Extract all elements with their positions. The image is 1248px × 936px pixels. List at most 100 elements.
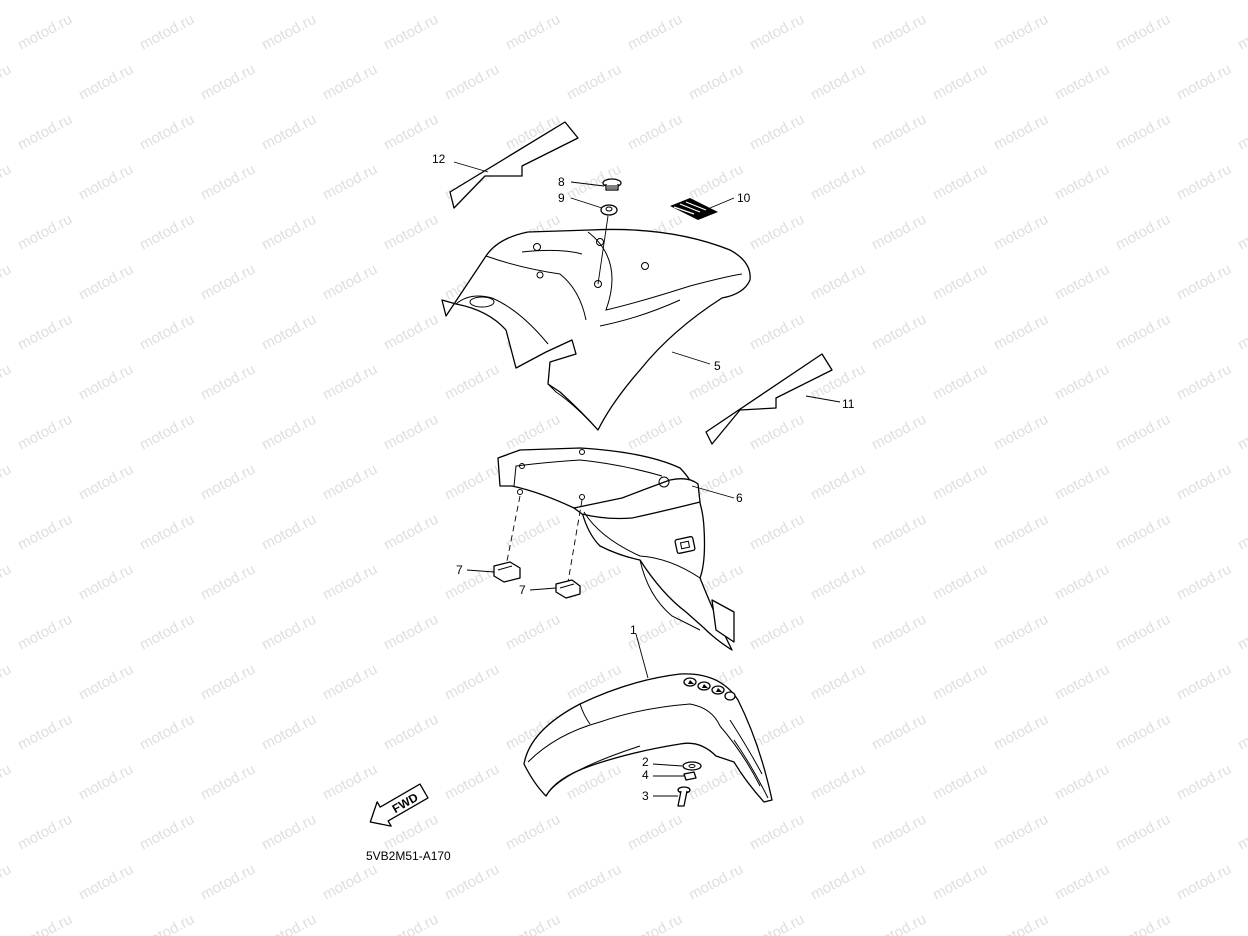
watermark-text: motod.ru [747,911,807,936]
watermark-text: motod.ru [381,711,441,754]
watermark-text: motod.ru [76,361,136,404]
watermark-text: motod.ru [198,0,258,4]
watermark-text: motod.ru [869,511,929,554]
watermark-text: motod.ru [1113,111,1173,154]
callout-9: 9 [558,191,565,205]
watermark-text: motod.ru [991,711,1051,754]
watermark-text: motod.ru [1174,461,1234,504]
watermark-text: motod.ru [259,411,319,454]
watermark-text: motod.ru [991,511,1051,554]
watermark-text: motod.ru [930,0,990,4]
watermark-text: motod.ru [76,261,136,304]
watermark-text: motod.ru [0,661,14,704]
watermark-text: motod.ru [0,461,14,504]
watermark-text: motod.ru [1113,911,1173,936]
watermark-text: motod.ru [808,261,868,304]
watermark-text: motod.ru [15,611,75,654]
watermark-text: motod.ru [0,561,14,604]
watermark-text: motod.ru [381,611,441,654]
watermark-text: motod.ru [625,911,685,936]
watermark-text: motod.ru [442,461,502,504]
watermark-text: motod.ru [930,361,990,404]
watermark-text: motod.ru [747,811,807,854]
callout-1: 1 [630,623,637,637]
watermark-text: motod.ru [442,661,502,704]
watermark-text: motod.ru [930,661,990,704]
watermark-text: motod.ru [259,511,319,554]
watermark-text: motod.ru [991,911,1051,936]
watermark-text: motod.ru [1052,161,1112,204]
watermark-text: motod.ru [320,461,380,504]
watermark-text: motod.ru [1174,561,1234,604]
watermark-text: motod.ru [76,161,136,204]
watermark-text: motod.ru [808,461,868,504]
watermark-text: motod.ru [1174,661,1234,704]
watermark-text: motod.ru [15,111,75,154]
watermark-text: motod.ru [991,111,1051,154]
watermark-text: motod.ru [76,861,136,904]
watermark-text: motod.ru [15,211,75,254]
watermark-text: motod.ru [1235,111,1248,154]
watermark-text: motod.ru [930,261,990,304]
watermark-text: motod.ru [381,911,441,936]
watermark-text: motod.ru [0,261,14,304]
watermark-text: motod.ru [930,161,990,204]
watermark-text: motod.ru [137,211,197,254]
watermark-text: motod.ru [625,411,685,454]
watermark-text: motod.ru [320,361,380,404]
watermark-text: motod.ru [1235,311,1248,354]
watermark-text: motod.ru [991,211,1051,254]
diagram-code: 5VB2M51-A170 [366,849,451,863]
watermark-text: motod.ru [808,561,868,604]
watermark-text: motod.ru [76,0,136,4]
seat-cowl-5 [441,228,751,431]
watermark-text: motod.ru [747,511,807,554]
watermark-text: motod.ru [1113,711,1173,754]
watermark-text: motod.ru [0,361,14,404]
watermark-text: motod.ru [320,0,380,4]
watermark-text: motod.ru [259,811,319,854]
watermark-text: motod.ru [1052,0,1112,4]
watermark-text: motod.ru [1052,661,1112,704]
watermark-text: motod.ru [1052,461,1112,504]
watermark-text: motod.ru [991,411,1051,454]
watermark-text: motod.ru [991,11,1051,54]
watermark-text: motod.ru [1174,861,1234,904]
watermark-text: motod.ru [1052,761,1112,804]
watermark-text: motod.ru [991,811,1051,854]
nut-7-left [493,561,521,583]
nut-7-right [555,579,581,599]
watermark-text: motod.ru [930,461,990,504]
watermark-text: motod.ru [808,161,868,204]
washer-9 [600,204,618,216]
watermark-text: motod.ru [1235,711,1248,754]
watermark-text: motod.ru [320,161,380,204]
watermark-text: motod.ru [747,311,807,354]
emblem-10 [670,198,718,220]
watermark-text: motod.ru [76,61,136,104]
watermark-text: motod.ru [808,761,868,804]
watermark-text: motod.ru [198,661,258,704]
watermark-text: motod.ru [1113,311,1173,354]
watermark-text: motod.ru [1235,511,1248,554]
watermark-text: motod.ru [15,11,75,54]
watermark-text: motod.ru [442,861,502,904]
watermark-text: motod.ru [686,0,746,4]
watermark-text: motod.ru [320,861,380,904]
watermark-text: motod.ru [137,11,197,54]
watermark-text: motod.ru [137,711,197,754]
watermark-text: motod.ru [930,761,990,804]
leader-lines [453,161,841,797]
watermark-text: motod.ru [869,611,929,654]
washer-2 [682,761,702,771]
watermark-text: motod.ru [198,261,258,304]
watermark-text: motod.ru [503,411,563,454]
watermark-text: motod.ru [1052,561,1112,604]
collar-4 [683,771,697,781]
watermark-text: motod.ru [869,411,929,454]
decal-11 [705,353,833,445]
watermark-text: motod.ru [869,111,929,154]
callout-7-left: 7 [456,563,463,577]
watermark-text: motod.ru [1174,0,1234,4]
watermark-text: motod.ru [76,561,136,604]
